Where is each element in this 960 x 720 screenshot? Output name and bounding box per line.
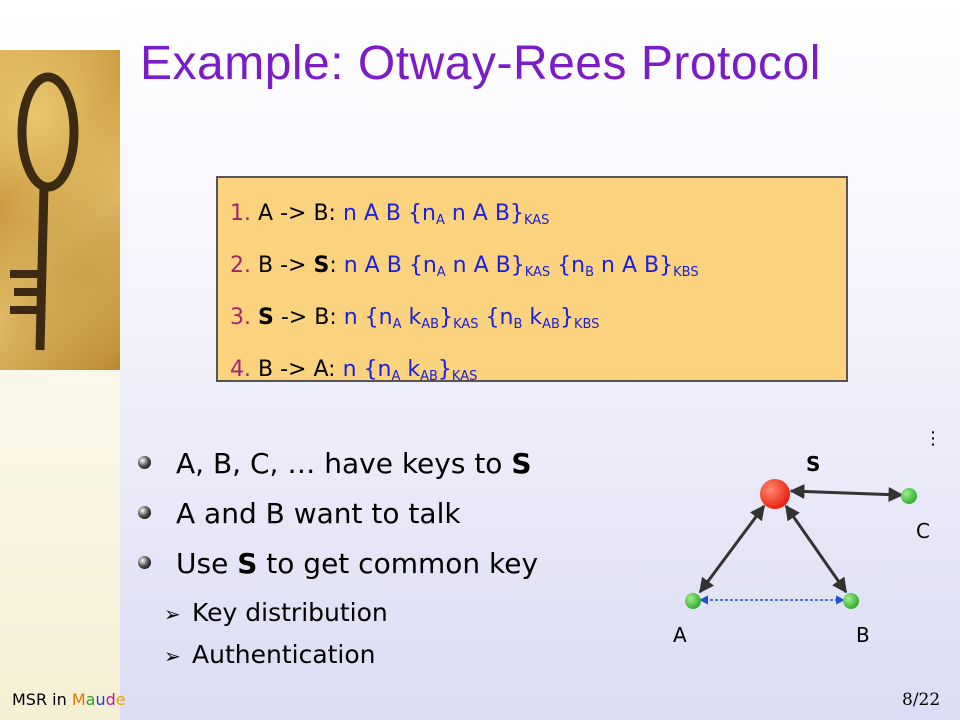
- key-subscript: KAS: [453, 317, 479, 332]
- message-colon: :: [329, 253, 337, 278]
- message-receiver: A: [313, 357, 329, 382]
- key-subscript: KAS: [524, 265, 551, 280]
- message-payload: n A B {nA n A B}KAS {nB n A B}KBS: [343, 253, 699, 280]
- message-arrow: ->: [280, 357, 307, 382]
- maude-letter: u: [95, 690, 106, 709]
- sub-bullet-text: Key distribution: [192, 598, 388, 627]
- antique-key-image: [0, 50, 120, 370]
- message-receiver: S: [313, 253, 330, 278]
- edge-s-a: [698, 504, 766, 594]
- key-subscript: KBS: [673, 265, 699, 280]
- message-payload: n {nA kAB}KAS: [342, 357, 478, 384]
- protocol-message: 4. B -> A: n {nA kAB}KAS: [230, 344, 846, 396]
- message-arrow: ->: [280, 305, 308, 330]
- maude-letter: d: [105, 690, 116, 709]
- arrow-bullet-icon: ➢: [164, 644, 181, 668]
- footer-title: MSR in Maude: [12, 690, 126, 709]
- server-node: [760, 479, 790, 509]
- message-arrow: ->: [280, 201, 307, 226]
- key-subscript: AB: [421, 317, 440, 332]
- bullet-list: A, B, C, … have keys to S A and B want t…: [138, 444, 538, 678]
- message-number: 2.: [230, 253, 251, 278]
- key-subscript: A: [435, 213, 445, 228]
- key-subscript: KAS: [451, 369, 478, 384]
- key-icon: [10, 72, 79, 351]
- key-subscript: A: [436, 265, 446, 280]
- ellipsis-label: ⋮: [924, 428, 942, 449]
- message-sender: A: [258, 201, 274, 226]
- maude-letter: e: [115, 690, 126, 709]
- message-colon: :: [329, 305, 337, 330]
- protocol-message: 3. S -> B: n {nA kAB}KAS {nB kAB}KBS: [230, 292, 846, 344]
- message-payload: n A B {nA n A B}KAS: [342, 201, 550, 228]
- message-arrow: ->: [280, 253, 307, 278]
- key-subscript: AB: [542, 317, 560, 332]
- key-subscript: KBS: [573, 317, 600, 332]
- message-number: 4.: [230, 357, 251, 382]
- message-payload: n {nA kAB}KAS {nB kAB}KBS: [343, 305, 600, 332]
- key-subscript: KAS: [523, 213, 550, 228]
- protocol-message: 2. B -> S: n A B {nA n A B}KAS {nB n A B…: [230, 240, 846, 292]
- message-receiver: B: [314, 305, 330, 330]
- bullet-dot-icon: [138, 506, 151, 519]
- key-subscript: B: [585, 265, 595, 280]
- maude-logo-text: Maude: [72, 690, 126, 709]
- message-sender: S: [258, 305, 274, 330]
- maude-letter: M: [71, 690, 86, 709]
- page-number: 8/22: [902, 690, 941, 710]
- client-node-a: [685, 593, 701, 609]
- message-number: 3.: [230, 305, 251, 330]
- message-sender: B: [258, 357, 274, 382]
- maude-letter: a: [85, 690, 96, 709]
- bullet-item: A, B, C, … have keys to S: [138, 444, 532, 494]
- message-colon: :: [328, 201, 336, 226]
- bullet-text: A, B, C, … have keys to S: [176, 447, 532, 480]
- client-node-b: [843, 593, 859, 609]
- node-label-a: A: [673, 623, 687, 647]
- protocol-message: 1. A -> B: n A B {nA n A B}KAS: [230, 188, 846, 240]
- key-subscript: AB: [420, 369, 438, 384]
- key-subscript: A: [391, 369, 401, 384]
- node-label-b: B: [856, 623, 870, 647]
- node-label-s: S: [806, 452, 820, 476]
- key-subscript: B: [513, 317, 523, 332]
- bullet-item: Use S to get common key: [138, 544, 538, 594]
- arrow-bullet-icon: ➢: [164, 602, 181, 626]
- sub-bullet-text: Authentication: [192, 640, 376, 669]
- message-receiver: B: [313, 201, 329, 226]
- bullet-text: A and B want to talk: [176, 497, 461, 530]
- bullet-text: Use S to get common key: [176, 547, 539, 580]
- client-node-c: [901, 488, 917, 504]
- page-title: Example: Otway-Rees Protocol: [140, 37, 821, 90]
- key-subscript: A: [392, 317, 402, 332]
- bullet-item: A and B want to talk: [138, 494, 461, 544]
- message-colon: :: [328, 357, 336, 382]
- bullet-dot-icon: [138, 456, 151, 469]
- edge-s-c: [789, 483, 904, 503]
- bullet-dot-icon: [138, 556, 151, 569]
- node-label-c: C: [916, 519, 930, 543]
- edge-s-b: [784, 504, 848, 594]
- message-sender: B: [258, 253, 274, 278]
- message-number: 1.: [230, 201, 251, 226]
